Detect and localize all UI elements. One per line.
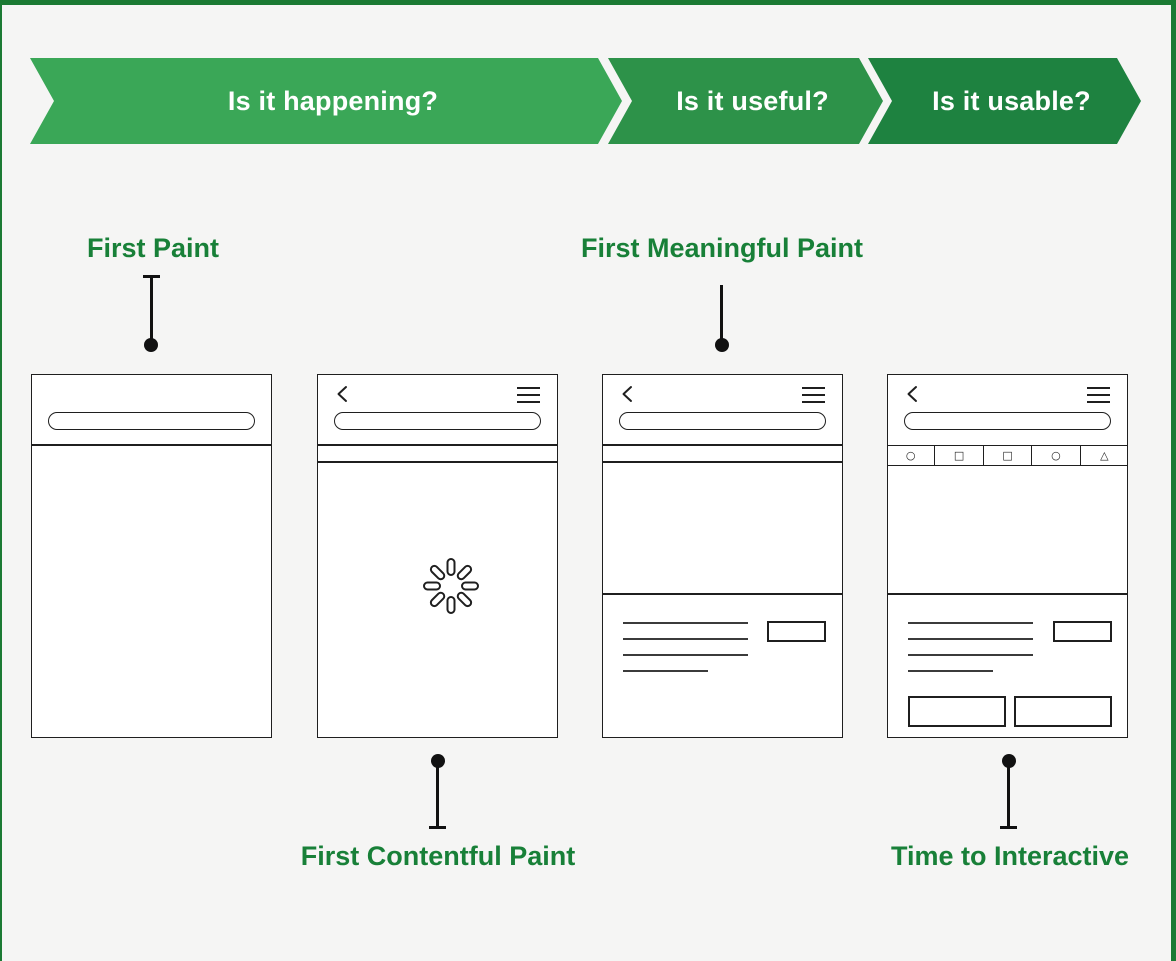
- first-paint-label: First Paint: [86, 233, 220, 263]
- image-placeholder: [1053, 621, 1112, 642]
- url-bar: [334, 412, 541, 430]
- banner-step-label: Is it happening?: [227, 85, 439, 116]
- phone-time-to-interactive: ○ □ □ ○ △: [887, 374, 1128, 738]
- banner-step-is-it-happening: Is it happening?: [30, 58, 622, 144]
- banner-step-is-it-usable: Is it usable?: [868, 58, 1141, 144]
- square-icon: □: [984, 446, 1033, 465]
- header-divider: [317, 444, 558, 446]
- text-line: [908, 622, 1033, 624]
- pin-crossbar: [1000, 826, 1017, 829]
- hero-divider: [602, 593, 843, 595]
- text-line: [623, 638, 748, 640]
- text-line: [908, 638, 1033, 640]
- circle-icon: ○: [1032, 446, 1081, 465]
- image-placeholder: [767, 621, 826, 642]
- back-icon: [907, 386, 917, 402]
- text-line: [908, 654, 1033, 656]
- pin-line: [436, 762, 439, 828]
- back-icon: [622, 386, 632, 402]
- hero-divider: [887, 593, 1128, 595]
- first-contentful-paint-label: First Contentful Paint: [300, 841, 576, 871]
- pin-dot: [144, 338, 158, 352]
- text-line: [623, 670, 708, 672]
- frame-border-left: [0, 0, 2, 961]
- menu-icon: [517, 387, 540, 404]
- back-icon: [337, 386, 347, 402]
- pin-dot: [431, 754, 445, 768]
- text-line: [623, 654, 748, 656]
- banner-step-is-it-useful: Is it useful?: [608, 58, 883, 144]
- time-to-interactive-label: Time to Interactive: [890, 841, 1130, 871]
- pin-line: [1007, 762, 1010, 828]
- pin-crossbar: [429, 826, 446, 829]
- pin-dot: [715, 338, 729, 352]
- frame-border-right: [1171, 0, 1176, 961]
- phone-first-contentful-paint: [317, 374, 558, 738]
- shape-toolbar: ○ □ □ ○ △: [887, 445, 1128, 466]
- triangle-icon: △: [1100, 449, 1109, 462]
- text-line: [908, 670, 993, 672]
- subheader-divider: [602, 461, 843, 463]
- first-meaningful-paint-label: First Meaningful Paint: [580, 233, 864, 263]
- text-line: [623, 622, 748, 624]
- pin-line: [720, 285, 723, 345]
- pin-dot: [1002, 754, 1016, 768]
- banner-step-label: Is it usable?: [932, 85, 1091, 116]
- header-divider: [602, 444, 843, 446]
- url-bar: [619, 412, 826, 430]
- url-bar: [48, 412, 255, 430]
- square-icon: □: [935, 446, 984, 465]
- url-bar: [904, 412, 1111, 430]
- circle-icon: ○: [887, 446, 936, 465]
- subheader-divider: [317, 461, 558, 463]
- frame-border-top: [0, 0, 1176, 5]
- button-placeholder: [1014, 696, 1112, 727]
- menu-icon: [1087, 387, 1110, 404]
- banner-step-label: Is it useful?: [676, 85, 829, 116]
- menu-icon: [802, 387, 825, 404]
- pin-line: [150, 276, 153, 345]
- header-divider: [31, 444, 272, 446]
- button-placeholder: [908, 696, 1006, 727]
- loading-spinner-icon: [423, 558, 479, 614]
- phone-first-meaningful-paint: [602, 374, 843, 738]
- phone-first-paint: [31, 374, 272, 738]
